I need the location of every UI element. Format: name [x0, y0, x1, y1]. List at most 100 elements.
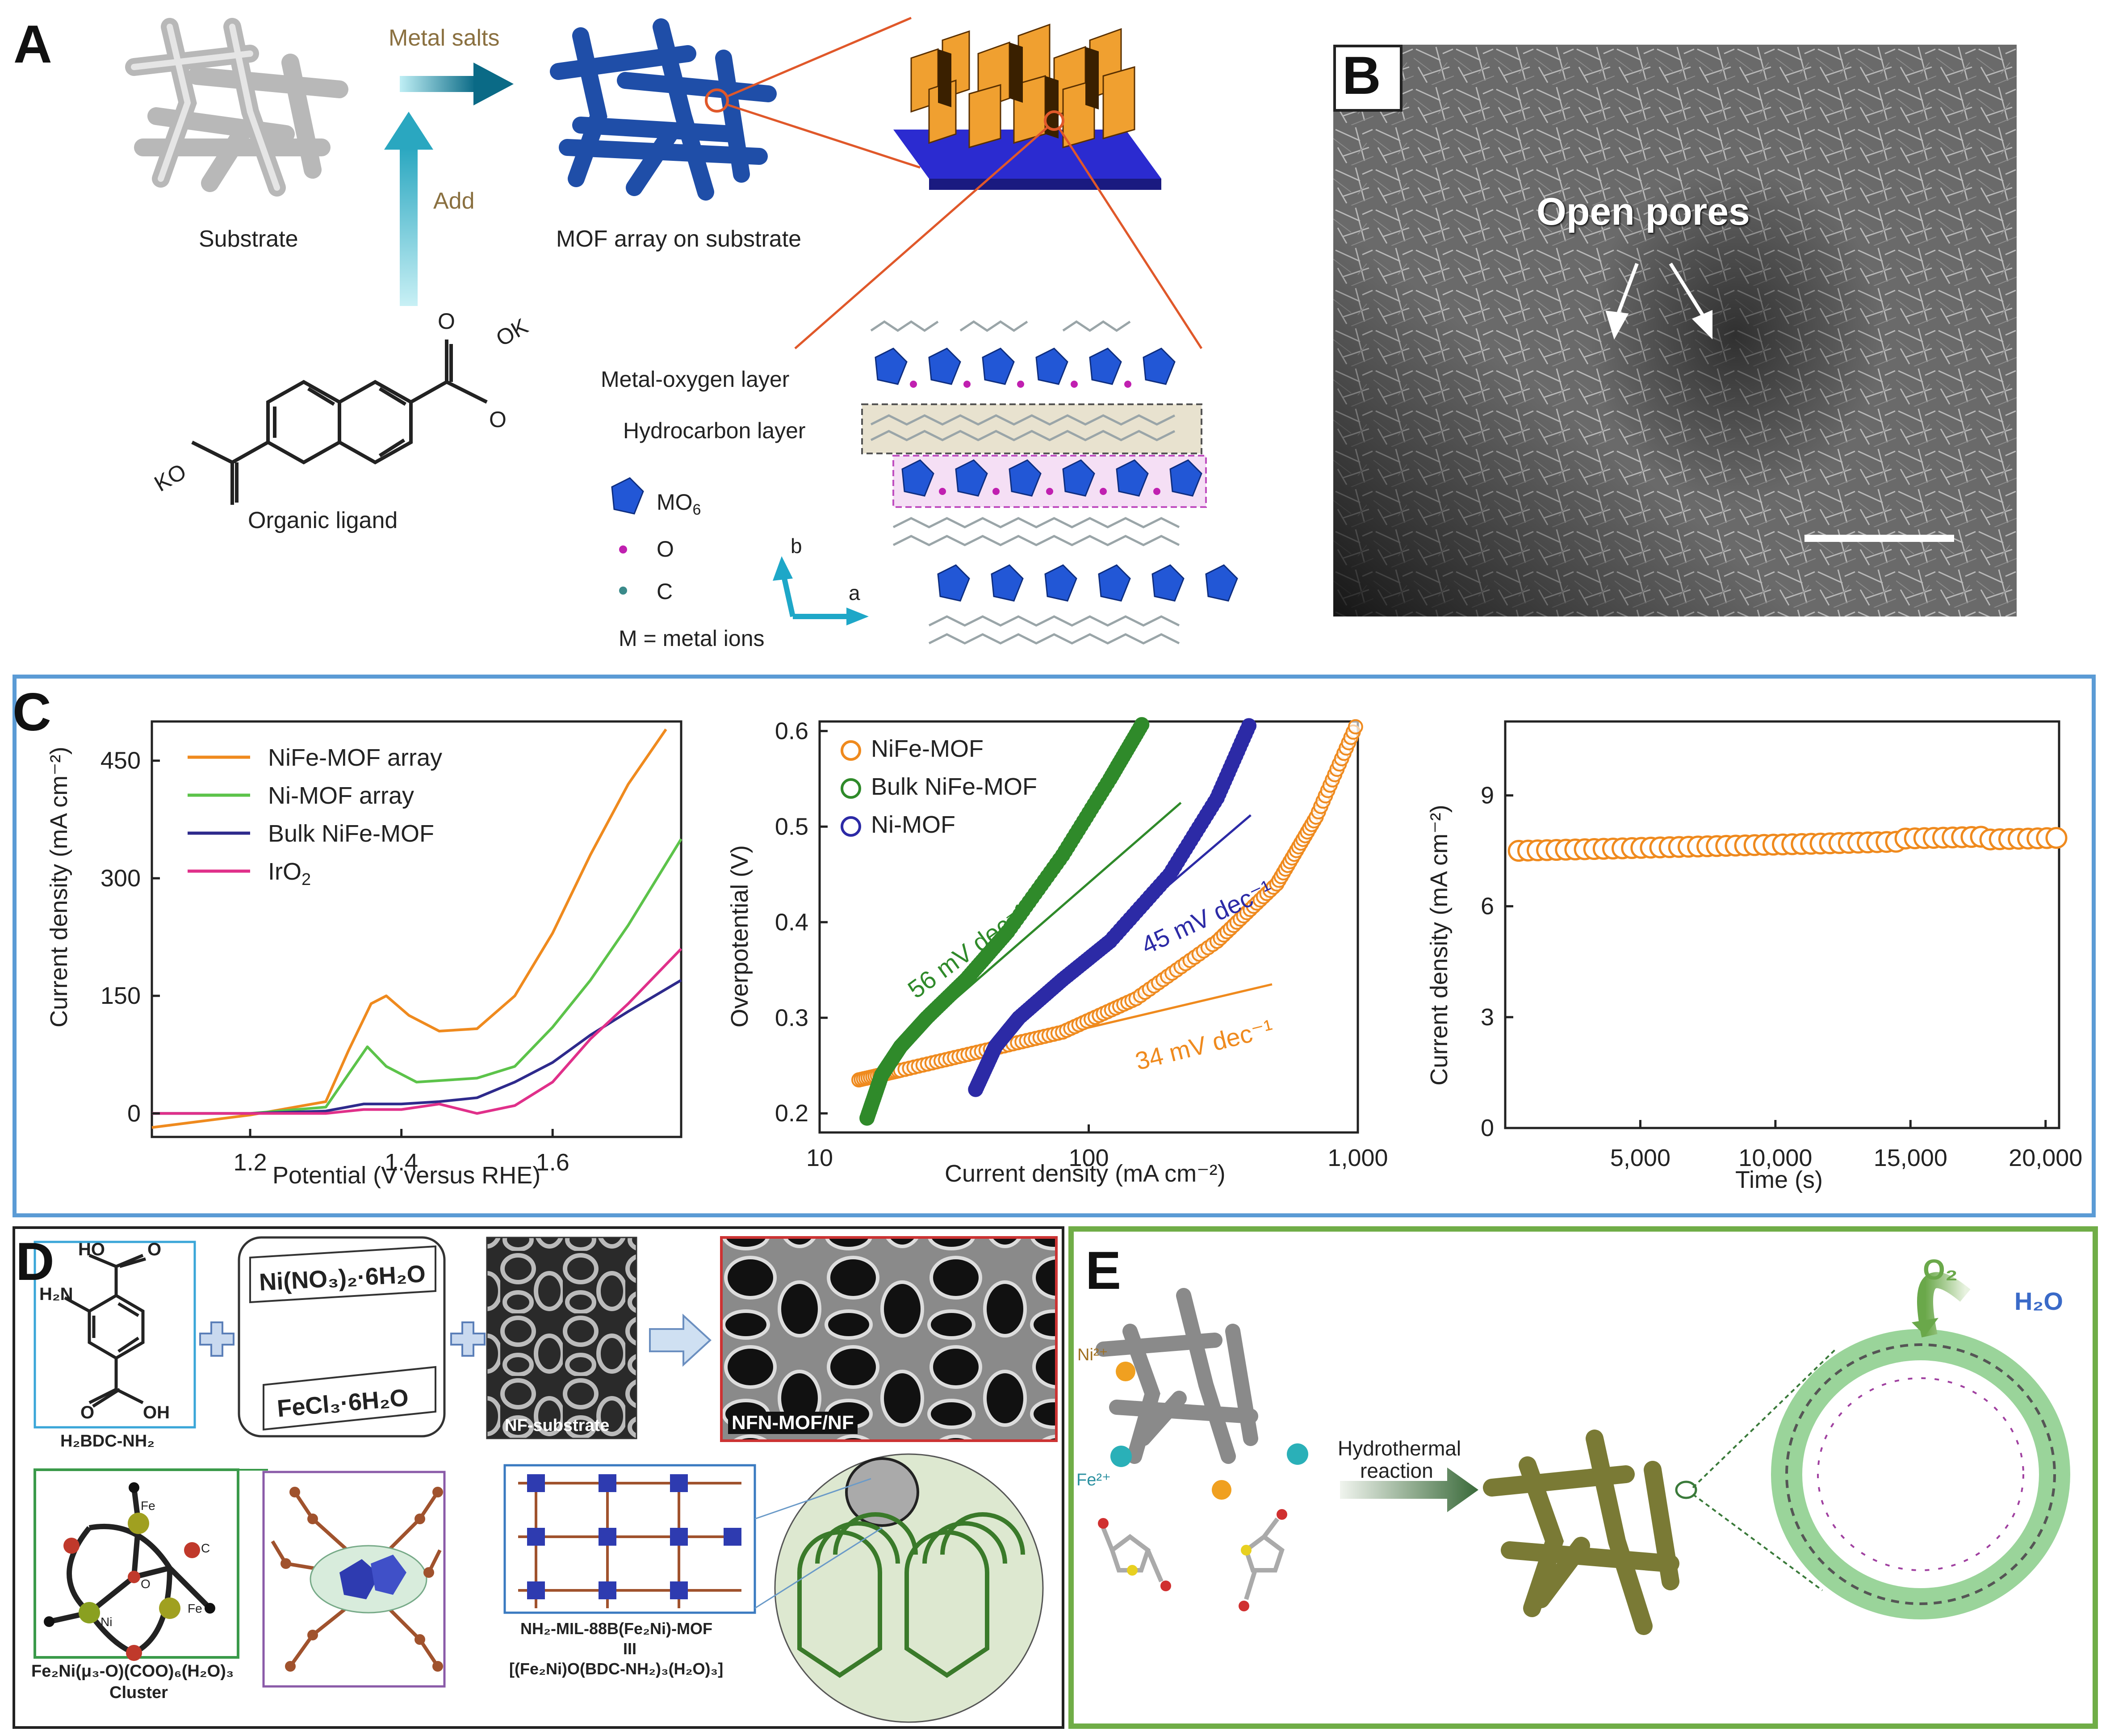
tafel-xtick-label: 100: [1068, 1145, 1109, 1171]
hydrocarbon-chains: [870, 320, 1180, 645]
cluster-c-label: C: [201, 1541, 210, 1555]
mof-framework-box: [503, 1464, 756, 1614]
metal-salts-label: Metal salts: [389, 25, 500, 51]
lsv-series-nife-mof-array: [151, 728, 667, 1129]
h2bdc-oh-label: OH: [143, 1403, 170, 1422]
cluster-ni-label: Ni: [100, 1615, 113, 1629]
o2-h2o-arrow: [1917, 1272, 1971, 1338]
legend-bulk-nife-mof-2: Bulk NiFe-MOF: [871, 773, 1038, 800]
nf-substrate-label: NF-substrate: [505, 1416, 610, 1435]
panel-label-e: E: [1085, 1241, 1122, 1300]
salt1-tag: [249, 1245, 436, 1304]
panel-label-b-box: [1333, 45, 1402, 112]
hydrothermal-arrow: [1340, 1468, 1478, 1512]
stability-ytick-label: 6: [1481, 893, 1494, 920]
hydrocarbon-layer-label: Hydrocarbon layer: [623, 418, 806, 443]
panel-label-d: D: [16, 1232, 54, 1292]
tafel-ytick-label: 0.3: [775, 1004, 808, 1031]
legend-bulk-nife-mof: Bulk NiFe-MOF: [268, 820, 435, 847]
metal-oxygen-layer-box: [892, 455, 1207, 508]
lsv-series-iro2: [152, 948, 682, 1115]
cluster-caption-1: Fe₂Ni(μ₃-O)(COO)₆(H₂O)₃: [31, 1662, 234, 1681]
lsv-xtick-label: 1.2: [234, 1149, 267, 1176]
hydrothermal-label-1: Hydrothermal: [1338, 1437, 1461, 1460]
magnified-sem-inset: [845, 1457, 919, 1527]
nfn-mof-label: NFN-MOF/NF: [728, 1412, 858, 1434]
stability-xtick-label: 10,000: [1738, 1145, 1812, 1171]
thiophene-ligand-1: [1101, 1527, 1164, 1582]
lsv-ytick-label: 0: [127, 1100, 141, 1127]
tafel-ytick-label: 0.5: [775, 813, 808, 840]
tafel-ytick-label: 0.2: [775, 1100, 808, 1127]
fe-ion-icon-1: [1110, 1446, 1132, 1467]
lsv-plot-frame: [151, 720, 682, 1138]
legend-iro2: IrO2: [268, 858, 311, 889]
ni-ion-icon: [1116, 1362, 1135, 1381]
hydrothermal-label-2: reaction: [1360, 1459, 1433, 1482]
ni-ion-label: Ni²⁺: [1077, 1346, 1108, 1364]
metal-oxygen-layer-label: Metal-oxygen layer: [601, 367, 790, 392]
metal-salts-arrow: [400, 63, 514, 105]
cluster-fe2-label: Fe: [188, 1602, 202, 1615]
legend-mo6-label: MO6: [657, 490, 701, 518]
panel-d-frame: [13, 1226, 1064, 1729]
axis-a-label: a: [849, 581, 860, 604]
h2bdc-h2n-label: H₂N: [39, 1284, 73, 1304]
mo6-legend-icon: [611, 477, 644, 515]
lsv-ytick-label: 150: [100, 982, 141, 1009]
stability-xtick-label: 5,000: [1610, 1145, 1670, 1171]
tafel-series-bulk-nife-mof: [859, 717, 1150, 1126]
tafel-xtick-label: 10: [806, 1145, 833, 1171]
stability-xtick-label: 20,000: [2009, 1145, 2082, 1171]
h2bdc-name: H₂BDC-NH₂: [60, 1432, 155, 1451]
mof-caption-1: NH₂-MIL-88B(Fe₂Ni)-MOF: [520, 1619, 712, 1638]
tafel-series-nife-mof-legend-marker: [841, 740, 861, 761]
h2bdc-ho-label: HO: [78, 1240, 105, 1259]
tafel-series-ni-mof-legend-marker: [841, 816, 861, 837]
nf-substrate-image: [486, 1237, 637, 1439]
process-arrow: [649, 1313, 712, 1367]
panel-label-b: B: [1342, 46, 1381, 105]
lsv-ytick-label: 300: [100, 865, 141, 892]
cluster-fe1-label: Fe: [141, 1499, 155, 1513]
legend-nife-mof: NiFe-MOF: [871, 735, 984, 762]
fe-ion-icon-2: [1287, 1443, 1308, 1465]
panel-c-frame: [13, 675, 2096, 1217]
open-pores-label: Open pores: [1536, 190, 1750, 233]
organic-ligand-label: Organic ligand: [248, 507, 398, 533]
tafel-series-nife-mof-point: [1348, 719, 1363, 734]
olive-mof-structure-icon: [1483, 1430, 1679, 1635]
mof-framework-structure: [518, 1474, 741, 1608]
mof-array-label: MOF array on substrate: [556, 226, 802, 252]
oxygen-legend-icon: [619, 545, 627, 554]
grey-substrate-icon: [1096, 1288, 1258, 1464]
panel-a-illustration: [125, 17, 1238, 645]
salt2-tag: [263, 1366, 436, 1431]
pore-arrows: [1605, 262, 1712, 340]
panel-e-frame: [1068, 1226, 2098, 1729]
legend-nife-mof-array: NiFe-MOF array: [268, 744, 442, 771]
add-arrow: [384, 112, 433, 306]
mo6-octahedra: [875, 348, 1238, 602]
h2bdc-structure: [64, 1254, 146, 1408]
ni-ion-icon-2: [1212, 1480, 1231, 1500]
tafel-xlabel: Current density (mA cm⁻²): [945, 1160, 1226, 1187]
metal-ions-note: M = metal ions: [619, 626, 765, 651]
tafel-xtick-label: 1,000: [1327, 1145, 1388, 1171]
cluster-caption-2: Cluster: [109, 1683, 168, 1702]
h2bdc-o1-label: O: [147, 1240, 162, 1259]
tafel-series-bulk-nife-mof-legend-marker: [841, 778, 861, 799]
hydrocarbon-layer-box: [861, 403, 1202, 454]
legend-ni-mof-array: Ni-MOF array: [268, 782, 414, 809]
add-label: Add: [433, 188, 475, 214]
fe-ion-label: Fe²⁺: [1076, 1471, 1111, 1489]
ligand-o-right: O: [489, 407, 507, 432]
framework-ring-icon: [1771, 1329, 2070, 1619]
lsv-xtick-label: 1.4: [385, 1149, 418, 1176]
stability-xlabel: Time (s): [1735, 1166, 1823, 1193]
tafel-series-bulk-nife-mof-point: [1134, 717, 1150, 733]
crystal-axes-icon: [773, 556, 869, 625]
